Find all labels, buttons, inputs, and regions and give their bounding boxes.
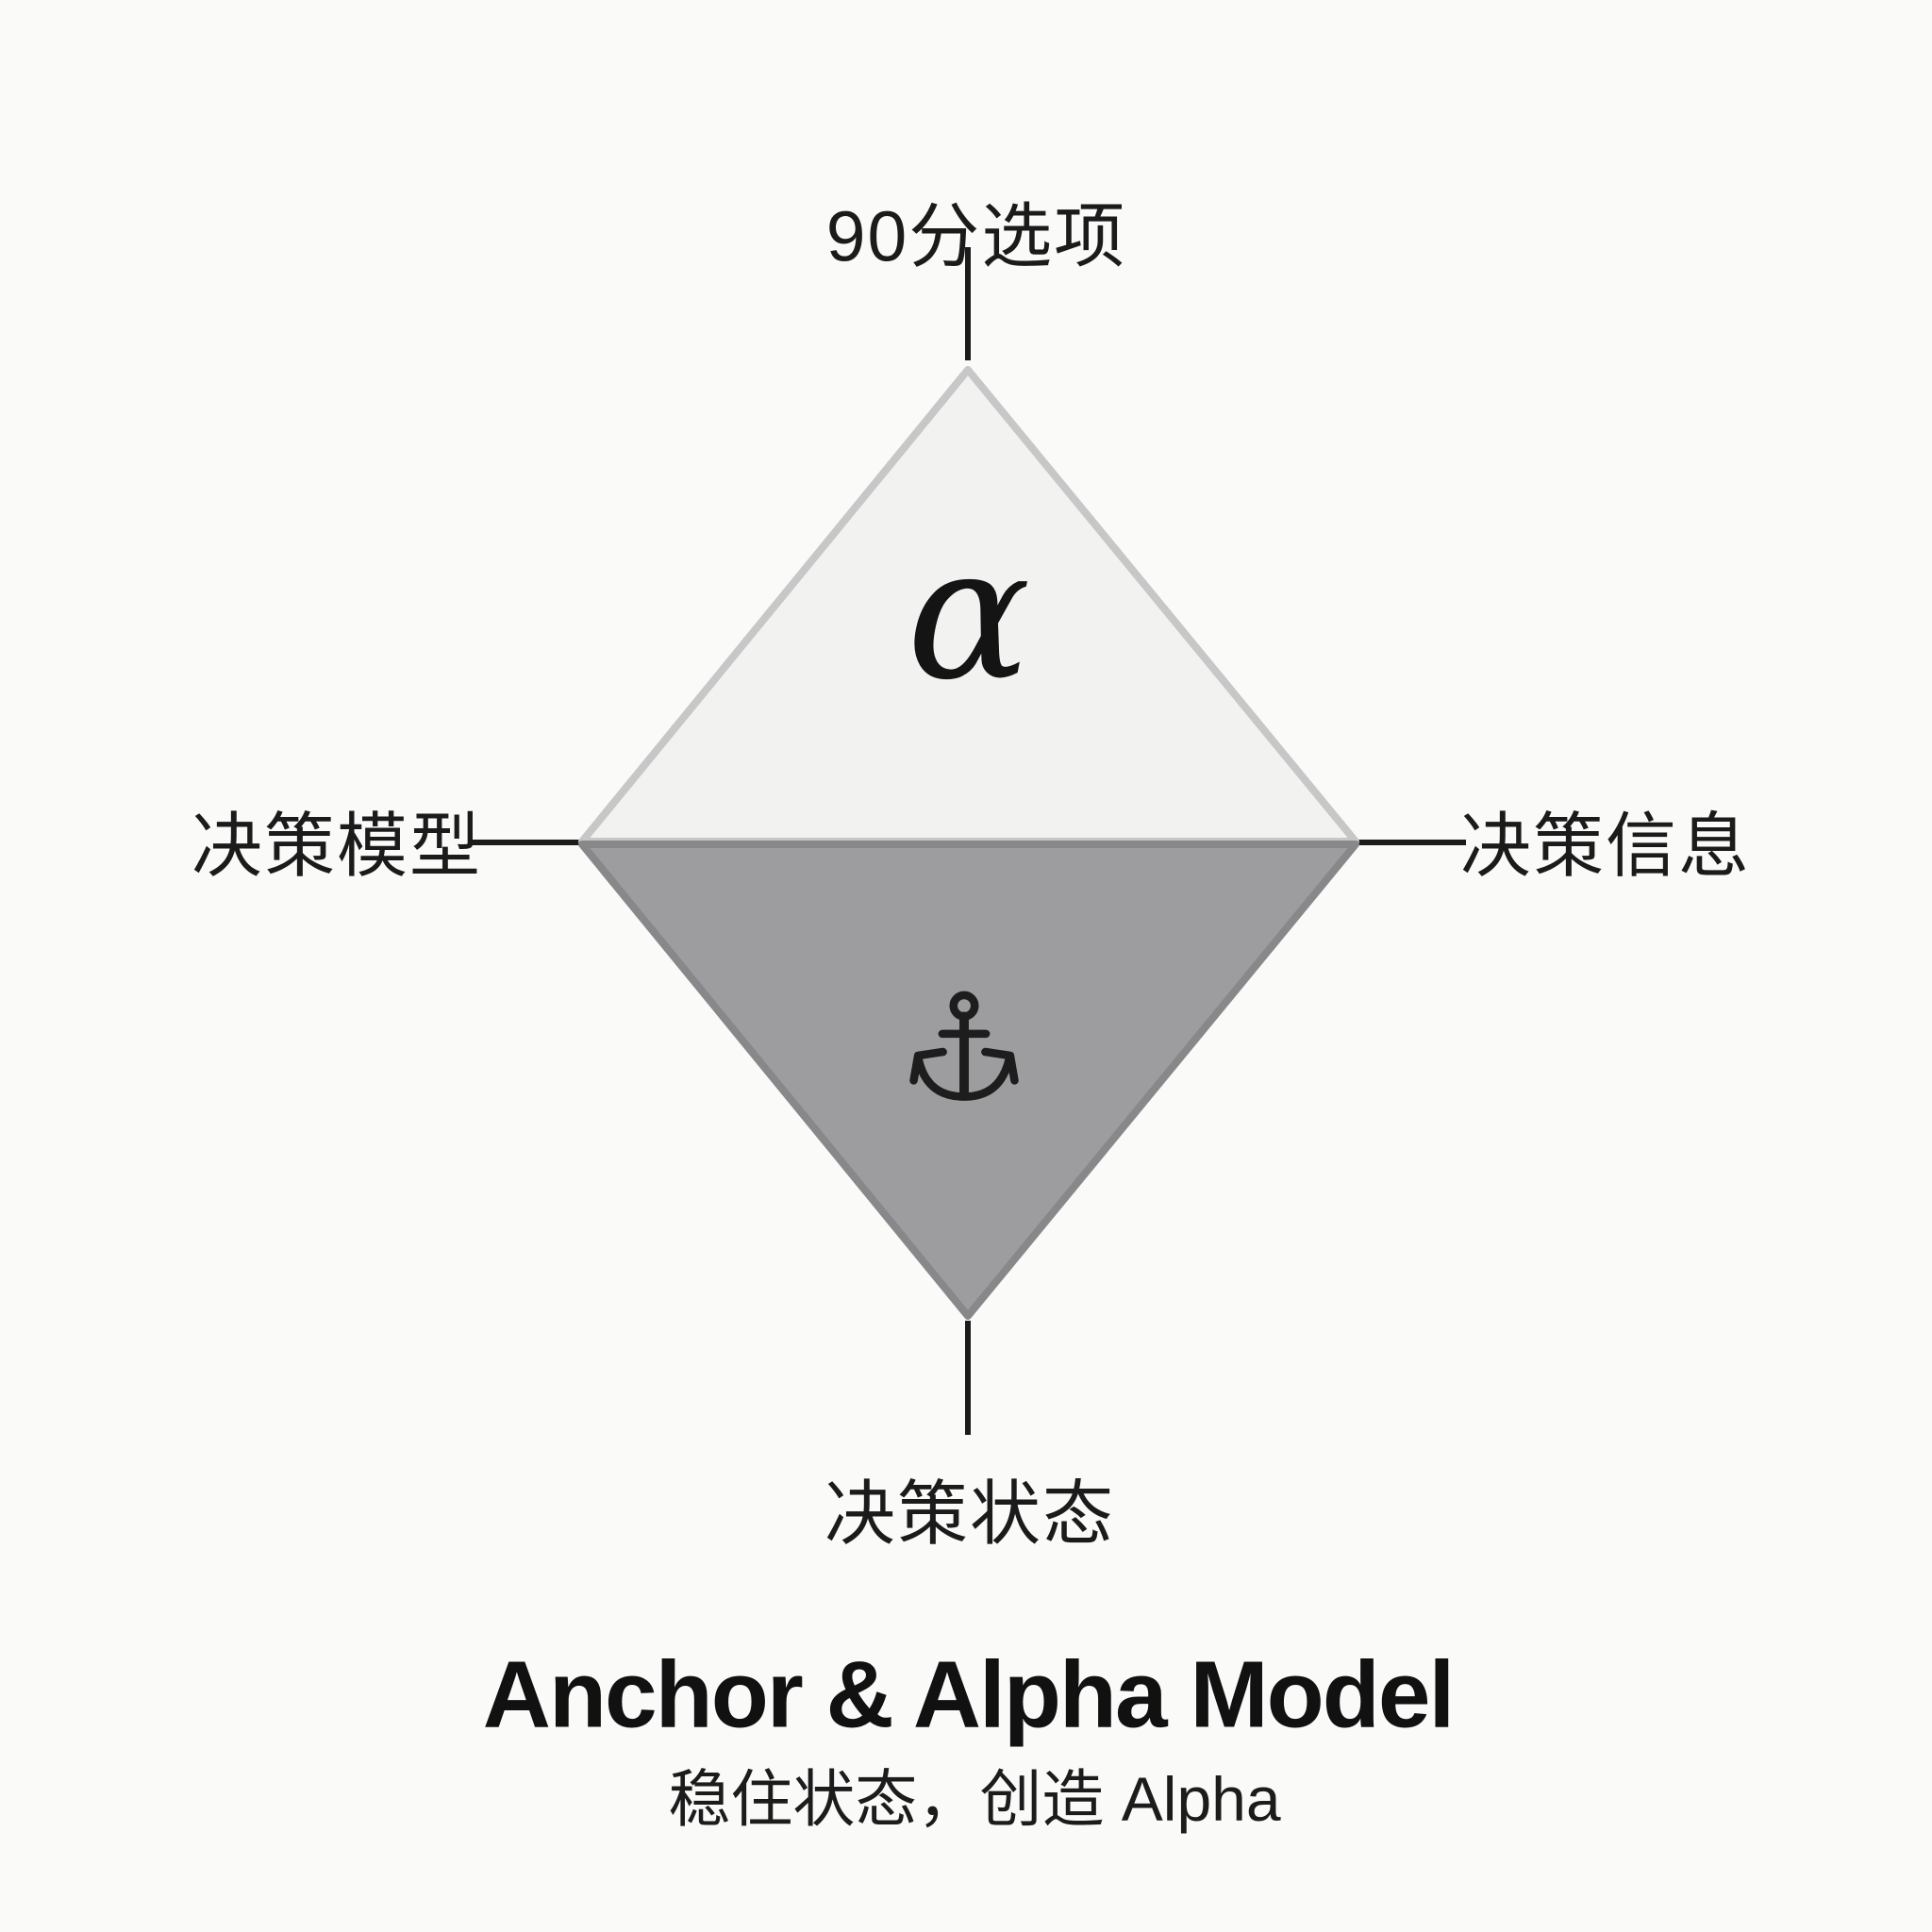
anchor-icon <box>909 991 1019 1101</box>
alpha-symbol: α <box>907 506 1031 721</box>
model-subtitle: 稳住状态，创造 Alpha <box>668 1764 1281 1834</box>
anchor-left-fluke <box>909 1047 947 1085</box>
model-title: Anchor & Alpha Model <box>482 1641 1456 1748</box>
anchor-arms <box>914 1053 1014 1101</box>
bottom-label: 决策状态 <box>824 1474 1116 1554</box>
right-label: 决策信息 <box>1459 806 1752 886</box>
top-label: 90分选项 <box>825 196 1127 276</box>
anchor-right-fluke <box>981 1047 1019 1085</box>
anchor-triangle <box>578 841 1359 1320</box>
left-label: 决策模型 <box>191 806 483 886</box>
